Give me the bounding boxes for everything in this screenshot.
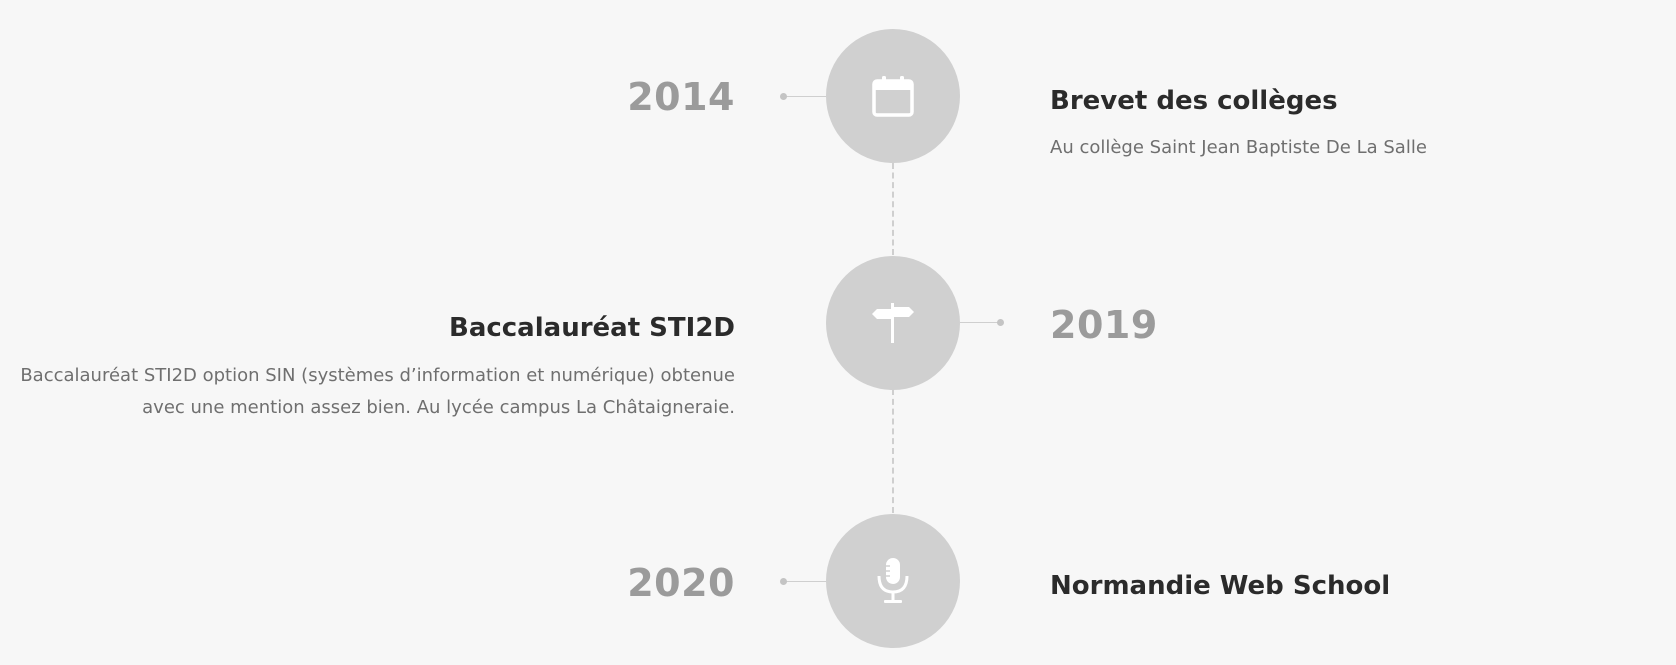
- description-line: avec une mention assez bien. Au lycée ca…: [142, 397, 735, 418]
- timeline-dot: [997, 319, 1004, 326]
- timeline-circle: [826, 29, 960, 163]
- calendar-icon: [871, 74, 915, 118]
- description-line: Baccalauréat STI2D option SIN (systèmes …: [20, 365, 735, 386]
- timeline-year: 2020: [627, 561, 735, 605]
- timeline-dot: [780, 578, 787, 585]
- signpost-icon: [869, 301, 917, 345]
- timeline-circle: [826, 256, 960, 390]
- timeline-title: Normandie Web School: [1050, 571, 1391, 601]
- timeline-dot: [780, 93, 787, 100]
- timeline-line-segment: [892, 163, 894, 255]
- timeline-connector: [784, 96, 826, 97]
- timeline-description: Baccalauréat STI2D option SIN (systèmes …: [0, 360, 735, 424]
- timeline-year: 2014: [627, 75, 735, 119]
- timeline-title: Brevet des collèges: [1050, 86, 1338, 116]
- timeline-circle: [826, 514, 960, 648]
- microphone-icon: [873, 556, 913, 606]
- timeline-title: Baccalauréat STI2D: [449, 313, 735, 343]
- timeline-connector: [960, 322, 1000, 323]
- timeline-description: Au collège Saint Jean Baptiste De La Sal…: [1050, 137, 1427, 158]
- timeline-year: 2019: [1050, 303, 1158, 347]
- timeline-line-segment: [892, 389, 894, 513]
- timeline-connector: [784, 581, 826, 582]
